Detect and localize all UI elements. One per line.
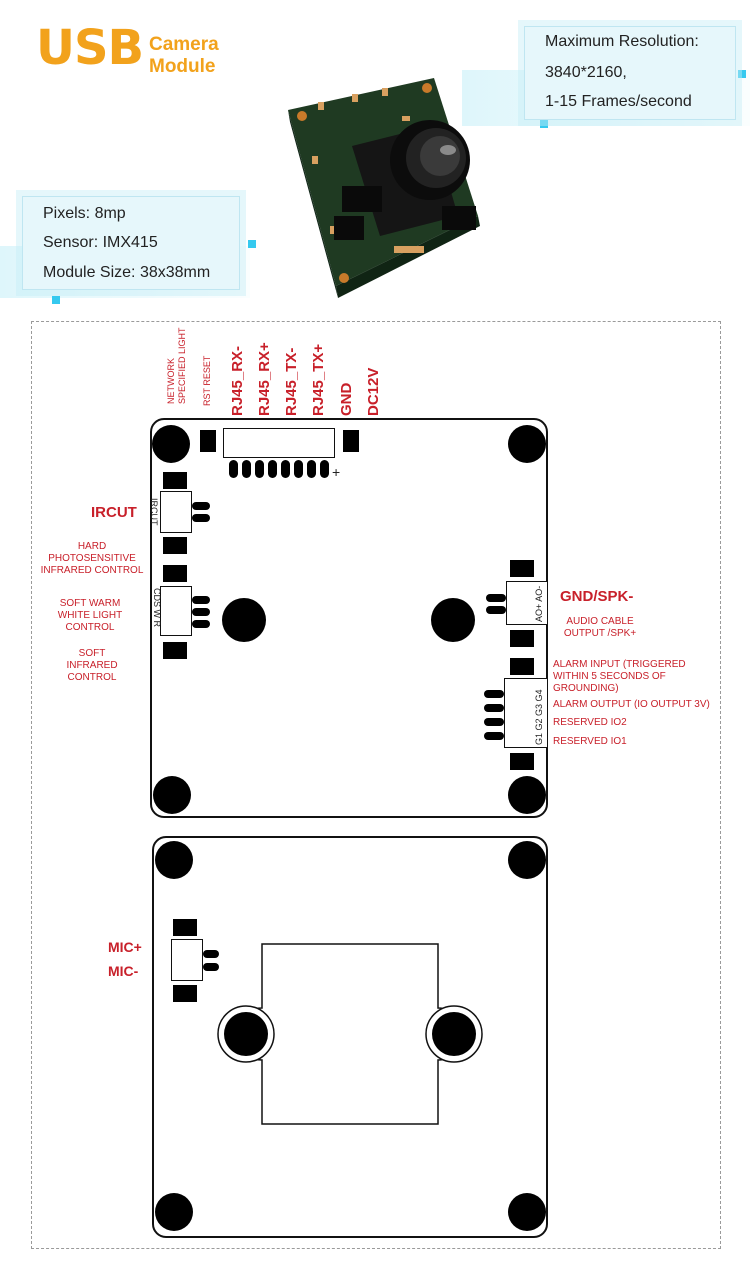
soft-ir-label: SOFT INFRARED CONTROL [66,648,118,683]
ircut-pin-label: IRCUT [149,498,159,526]
glow-dot-4 [52,296,60,304]
connector-plus-mark: + [332,464,341,480]
bottom-mount-hole-top-left [155,841,193,879]
mic-tab-top [173,919,197,936]
reserved-io1-label: RESERVED IO1 [553,736,627,747]
spec-resolution-label: Maximum Resolution: [545,33,699,50]
ircut-tab-top [163,472,187,489]
audio-tab-top [510,560,534,577]
gio-tab-bottom [510,753,534,770]
ircut-title: IRCUT [91,504,137,521]
mount-hole-bottom-right [508,776,546,814]
center-hole-left [222,598,266,642]
pin-label-rst-reset: RST RESET [202,355,212,406]
glow-dot-1 [540,120,548,128]
alarm-output-label: ALARM OUTPUT (IO OUTPUT 3V) [553,699,710,710]
gio-tab-top [510,658,534,675]
logo-line-2: Module [149,56,216,77]
mic-tab-bottom [173,985,197,1002]
mic-pin-1 [203,950,219,958]
cds-tab-top [163,565,187,582]
center-hole-right [431,598,475,642]
ircut-tab-bottom [163,537,187,554]
mic-plus-label: MIC+ [108,939,142,955]
spec-pixels: Pixels: 8mp [43,205,126,222]
bottom-mount-hole-bottom-left [155,1193,193,1231]
top-connector-housing [223,428,335,458]
logo-usb: USB [36,20,144,76]
ircut-pin-2 [192,514,210,522]
gnd-spk-title: GND/SPK- [560,588,634,605]
glow-dot-2 [738,70,746,78]
gio-pin-2 [484,704,504,712]
pin-label-rj45-rx-minus: RJ45_RX- [229,345,246,416]
cds-pin-3 [192,620,210,628]
diagram-frame [31,321,721,1249]
camera-module-illustration [288,78,480,298]
mount-hole-bottom-left [153,776,191,814]
ircut-pin-1 [192,502,210,510]
glow-dot-3 [248,240,256,248]
audio-desc: AUDIO CABLE OUTPUT /SPK+ [563,616,637,639]
audio-connector [506,581,548,625]
pin-label-rj45-tx-minus: RJ45_TX- [283,347,300,416]
audio-pin-1 [486,594,506,602]
alarm-input-label: ALARM INPUT (TRIGGERED WITHIN 5 SECONDS … [553,659,686,694]
gio-pin-4 [484,732,504,740]
spec-sensor: Sensor: IMX415 [43,234,158,251]
pin-label-gnd: GND [338,382,355,416]
cds-pin-1 [192,596,210,604]
reserved-io2-label: RESERVED IO2 [553,717,627,728]
cds-pin-2 [192,608,210,616]
bottom-mount-hole-top-right [508,841,546,879]
top-connector-tab-left [200,430,216,452]
logo-line-1: Camera [149,34,219,55]
pin-label-network-light-2: SPECIFIED LIGHT [177,327,187,404]
gio-pin-1 [484,690,504,698]
mount-hole-top-right [508,425,546,463]
pin-label-network-light-1: NETWORK [166,358,176,404]
spec-box-resolution: Maximum Resolution: 3840*2160, 1-15 Fram… [524,26,736,120]
top-connector-tab-right [343,430,359,452]
gio-connector [504,678,548,748]
mic-minus-label: MIC- [108,963,139,979]
spec-module-size: Module Size: 38x38mm [43,264,211,281]
logo-subtitle: Camera Module [149,34,219,78]
spec-box-module: Pixels: 8mp Sensor: IMX415 Module Size: … [22,196,240,290]
mic-connector [171,939,203,981]
gio-pin-labels: G1 G2 G3 G4 [534,689,544,745]
spec-frame-rate: 1-15 Frames/second [545,93,692,110]
spec-resolution-value: 3840*2160, [545,64,627,81]
ircut-connector [160,491,192,533]
mic-pin-2 [203,963,219,971]
bottom-mount-hole-bottom-right [508,1193,546,1231]
cds-tab-bottom [163,642,187,659]
pin-label-rj45-rx-plus: RJ45_RX+ [256,342,273,416]
audio-tab-bottom [510,630,534,647]
cds-pin-labels: CDS W R [152,588,162,627]
pin-label-dc12v: DC12V [365,367,382,416]
audio-pin-2 [486,606,506,614]
sensor-outline [217,943,483,1125]
gio-pin-3 [484,718,504,726]
cds-connector [160,586,192,636]
soft-warm-label: SOFT WARM WHITE LIGHT CONTROL [57,598,123,633]
audio-pin-labels: AO+ AO- [534,585,544,622]
mount-hole-top-left [152,425,190,463]
hard-ir-label: HARD PHOTOSENSITIVE INFRARED CONTROL [40,541,144,576]
pin-label-rj45-tx-plus: RJ45_TX+ [310,343,327,416]
top-board [150,418,548,818]
